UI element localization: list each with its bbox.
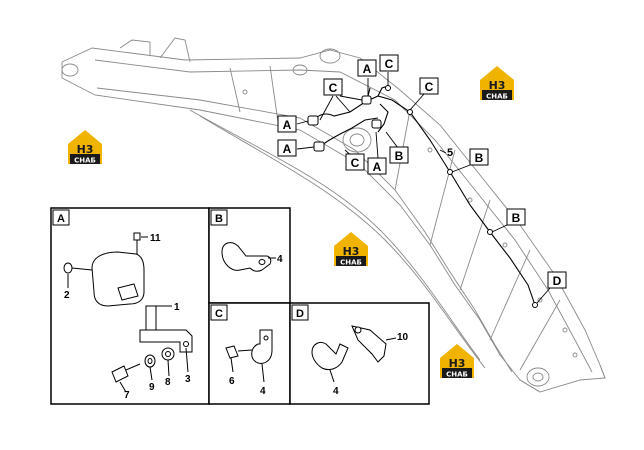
panel-b-title: B	[210, 209, 228, 226]
clamp-4-d	[311, 341, 349, 371]
callout-a-1: A	[277, 115, 297, 133]
leader-lines	[296, 72, 551, 304]
panel-c-title: C	[210, 304, 228, 321]
callout-c-2: C	[379, 54, 399, 72]
excavator-boom	[61, 37, 606, 393]
panel-b-title-text: B	[215, 213, 223, 225]
stud	[145, 305, 157, 331]
logo-left: H3 CHAБ	[68, 130, 102, 165]
callout-a-4-text: A	[373, 160, 382, 174]
callout-b-2-text: B	[475, 151, 484, 165]
part-number-2: 2	[64, 290, 70, 301]
panel-d-title-text: D	[296, 308, 304, 320]
screw-7	[111, 365, 129, 383]
logo-letters: H3	[489, 79, 506, 92]
callout-c-3-text: C	[425, 80, 434, 94]
logo-sub: CHAБ	[446, 371, 468, 379]
clamp-c2	[407, 109, 413, 115]
callout-c-4-text: C	[351, 156, 360, 170]
clamp-d1	[532, 302, 538, 308]
part-number-11: 11	[150, 233, 161, 244]
callout-a-2-text: A	[283, 142, 292, 156]
panel-a-parts	[63, 232, 193, 393]
callout-a-4: A	[367, 157, 387, 175]
brand-logos: H3 CHAБ H3 CHAБ H3 CHAБ H3 CHAБ	[68, 66, 514, 379]
connector-latch	[117, 283, 139, 301]
connector-a4	[371, 119, 382, 129]
logo-top-right: H3 CHAБ	[480, 66, 514, 101]
panel-a-frame	[50, 207, 210, 405]
detail-panels: A B C D	[50, 207, 430, 405]
panel-b-parts	[221, 242, 276, 272]
logo-letters: H3	[343, 245, 360, 258]
connector-a1	[307, 115, 319, 126]
panel-d-frame	[289, 302, 430, 405]
callout-c-2-text: C	[385, 57, 394, 71]
clamp-b1	[447, 169, 453, 175]
panel-a-title: A	[52, 209, 70, 226]
part-number-4-b: 4	[277, 254, 283, 265]
panel-c-title-text: C	[215, 308, 223, 320]
part-number-9: 9	[149, 382, 155, 393]
logo-sub: CHAБ	[74, 157, 96, 165]
clamp-b2	[487, 229, 493, 235]
callout-a-2: A	[277, 139, 297, 157]
logo-letters: H3	[77, 143, 94, 156]
part-number-7: 7	[124, 390, 130, 401]
callout-b-1: B	[389, 146, 409, 164]
callout-a-3: A	[357, 59, 377, 77]
part-number-1: 1	[174, 302, 180, 313]
part-number-10: 10	[397, 332, 409, 343]
callout-c-1-text: C	[329, 81, 338, 95]
callout-c-3: C	[419, 77, 439, 95]
part-number-4-d: 4	[333, 386, 339, 397]
bolt-11	[133, 232, 141, 241]
clamp-4-b	[221, 242, 272, 272]
callout-c-4: C	[345, 153, 365, 171]
panel-a-title-text: A	[57, 213, 65, 225]
logo-bottom-right: H3 CHAБ	[440, 344, 474, 379]
clamp-c1	[385, 85, 391, 91]
callout-d-1-text: D	[553, 274, 562, 288]
connector-cover	[91, 251, 145, 307]
logo-letters: H3	[449, 357, 466, 370]
callout-d-1: D	[547, 271, 567, 289]
connector-a2	[313, 141, 325, 152]
logo-sub: CHAБ	[486, 93, 508, 101]
callout-b-1-text: B	[395, 149, 404, 163]
callout-b-2: B	[469, 148, 489, 166]
logo-sub: CHAБ	[340, 259, 362, 267]
part-number-4-c: 4	[260, 386, 266, 397]
bracket-10	[351, 325, 387, 363]
panel-d-title: D	[291, 304, 309, 321]
callout-a-3-text: A	[363, 62, 372, 76]
connector-a3	[361, 95, 372, 105]
pin-2	[63, 262, 73, 274]
callout-b-3-text: B	[512, 211, 521, 225]
callout-labels: A A A A C C C C	[277, 54, 567, 289]
harness-clamps	[307, 85, 538, 308]
part-number-6: 6	[229, 376, 235, 387]
part-number-8: 8	[165, 377, 171, 388]
wire-harness	[311, 85, 536, 306]
hose-number-5: 5	[447, 147, 453, 159]
callout-c-1: C	[323, 78, 343, 96]
panel-a-numbers: 11 2 1 7 9 8 3	[64, 233, 191, 401]
panel-c-parts	[225, 329, 273, 383]
logo-center: H3 CHAБ	[334, 232, 368, 267]
part-number-3: 3	[185, 374, 191, 385]
callout-a-1-text: A	[283, 118, 292, 132]
bolt-6	[225, 345, 239, 359]
callout-b-3: B	[506, 208, 526, 226]
panel-d-parts	[311, 325, 397, 383]
